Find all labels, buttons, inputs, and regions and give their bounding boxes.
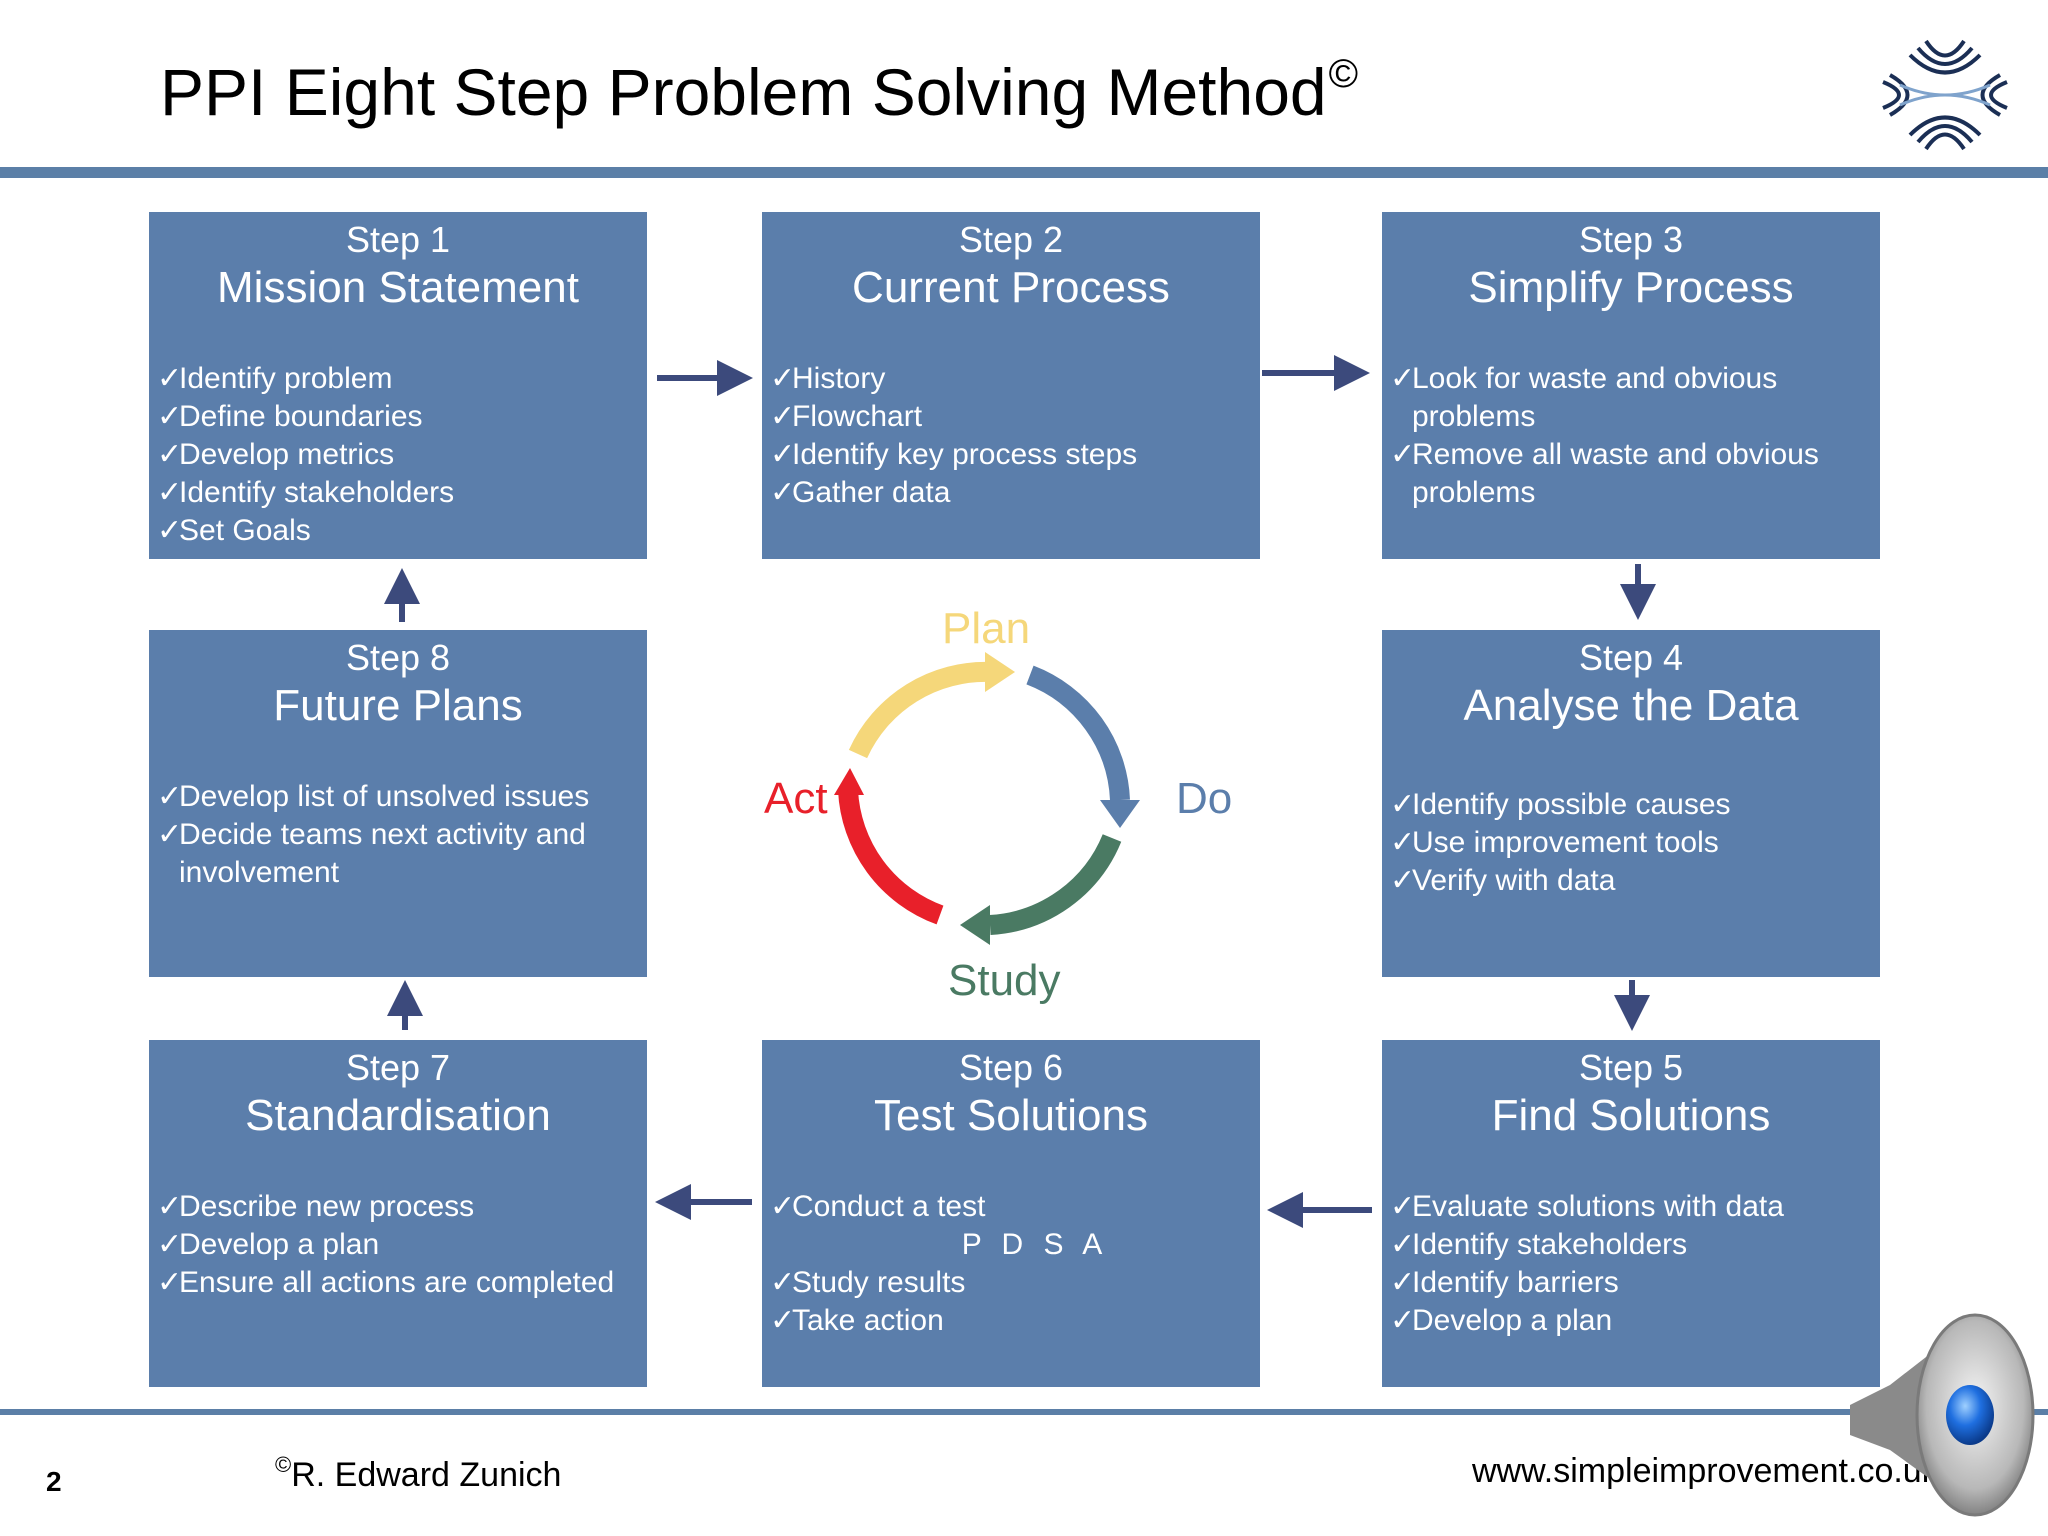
checklist-item-continuation: problems: [1412, 476, 1536, 509]
step-checklist: ✓Look for waste and obvious problems ✓Re…: [1382, 360, 1880, 512]
step-checklist: ✓Describe new process ✓Develop a plan ✓E…: [149, 1188, 647, 1302]
plan-label: Plan: [942, 604, 1031, 653]
act-arc: [838, 789, 944, 925]
checklist-item: ✓Conduct a test: [770, 1190, 986, 1223]
study-arrowhead: [960, 905, 990, 945]
step-8-box: Step 8 Future Plans ✓Develop list of uns…: [149, 630, 647, 977]
step-name: Standardisation: [245, 1091, 551, 1140]
step-name: Simplify Process: [1468, 263, 1794, 312]
act-arrowhead: [834, 768, 864, 795]
do-arrowhead: [1100, 800, 1140, 828]
checklist-item: ✓Define boundaries: [157, 400, 423, 433]
checklist-item: ✓Identify key process steps: [770, 438, 1138, 471]
slide-title: PPI Eight Step Problem Solving Method©: [160, 52, 1359, 129]
checklist-item: ✓Ensure all actions are completed: [157, 1266, 615, 1299]
checklist-item: ✓Flowchart: [770, 400, 923, 433]
checklist-item: ✓Identify barriers: [1390, 1266, 1619, 1299]
step-name: Mission Statement: [217, 263, 579, 312]
checklist-item: ✓Gather data: [770, 476, 951, 509]
checklist-item: ✓Identify stakeholders: [1390, 1228, 1688, 1261]
checklist-item: ✓Use improvement tools: [1390, 826, 1719, 859]
step-checklist: ✓Develop list of unsolved issues ✓Decide…: [149, 778, 647, 892]
step-name: Current Process: [852, 263, 1170, 312]
footer-author: ©R. Edward Zunich: [275, 1452, 562, 1494]
page-number: 2: [46, 1466, 62, 1497]
step-checklist: ✓Conduct a test P D S A ✓Study results ✓…: [762, 1188, 1260, 1340]
step-checklist: ✓History ✓Flowchart ✓Identify key proces…: [762, 360, 1260, 512]
step-checklist: ✓Identify problem ✓Define boundaries ✓De…: [149, 360, 647, 550]
step-number: Step 1: [345, 219, 451, 260]
checklist-item: ✓Develop a plan: [157, 1228, 380, 1261]
checklist-item: ✓Take action: [770, 1304, 944, 1337]
footer-url: www.simpleimprovement.co.uk: [1472, 1452, 1939, 1490]
checklist-item: ✓Develop metrics: [157, 438, 395, 471]
do-arc: [1026, 665, 1130, 801]
header-rule: [0, 167, 2048, 178]
checklist-item: ✓Look for waste and obvious: [1390, 362, 1778, 395]
step-number: Step 3: [1578, 219, 1684, 260]
footer-rule: [0, 1409, 2048, 1415]
step-4-box: Step 4 Analyse the Data ✓Identify possib…: [1382, 630, 1880, 977]
step-1-box: Step 1 Mission Statement ✓Identify probl…: [149, 212, 647, 559]
step-3-box: Step 3 Simplify Process ✓Look for waste …: [1382, 212, 1880, 559]
do-label: Do: [1176, 774, 1233, 823]
step-checklist: ✓Evaluate solutions with data ✓Identify …: [1382, 1188, 1880, 1340]
study-arc: [989, 834, 1122, 935]
step-number: Step 8: [345, 637, 451, 678]
act-label: Act: [764, 774, 828, 823]
checklist-item: ✓Study results: [770, 1266, 966, 1299]
step-name: Analyse the Data: [1463, 681, 1799, 730]
checklist-item: ✓Develop a plan: [1390, 1304, 1613, 1337]
step-number: Step 6: [958, 1047, 1064, 1088]
checklist-item: ✓Decide teams next activity and: [157, 818, 586, 851]
step-checklist: ✓Identify possible causes ✓Use improveme…: [1382, 786, 1880, 900]
checklist-item: ✓Identify problem: [157, 362, 393, 395]
checklist-item: ✓Identify stakeholders: [157, 476, 455, 509]
step-6-box: Step 6 Test Solutions ✓Conduct a test P …: [762, 1040, 1260, 1387]
plan-arrowhead: [985, 652, 1015, 692]
checklist-item: ✓Evaluate solutions with data: [1390, 1190, 1784, 1223]
step-number: Step 4: [1578, 637, 1684, 678]
checklist-item: ✓Remove all waste and obvious: [1390, 438, 1819, 471]
checklist-item-continuation: problems: [1412, 400, 1536, 433]
checklist-item: ✓Describe new process: [157, 1190, 475, 1223]
step-number: Step 7: [345, 1047, 451, 1088]
step-name: Future Plans: [273, 681, 523, 730]
checklist-item: ✓Set Goals: [157, 514, 311, 547]
checklist-item: ✓Identify possible causes: [1390, 788, 1731, 821]
checklist-item: ✓Verify with data: [1390, 864, 1616, 897]
step-number: Step 2: [958, 219, 1064, 260]
speaker-icon[interactable]: [1830, 1310, 2040, 1520]
study-label: Study: [948, 956, 1061, 1005]
step-2-box: Step 2 Current Process ✓History ✓Flowcha…: [762, 212, 1260, 559]
checklist-item-continuation: involvement: [179, 856, 340, 889]
step-name: Find Solutions: [1491, 1091, 1771, 1140]
ppi-logo: [1882, 39, 2008, 151]
checklist-item: ✓Develop list of unsolved issues: [157, 780, 590, 813]
pdsa-label: P D S A: [961, 1228, 1109, 1261]
step-7-box: Step 7 Standardisation ✓Describe new pro…: [149, 1040, 647, 1387]
plan-arc: [848, 661, 991, 759]
step-name: Test Solutions: [874, 1091, 1148, 1140]
step-5-box: Step 5 Find Solutions ✓Evaluate solution…: [1382, 1040, 1880, 1387]
step-number: Step 5: [1578, 1047, 1684, 1088]
checklist-item: ✓History: [770, 362, 886, 395]
